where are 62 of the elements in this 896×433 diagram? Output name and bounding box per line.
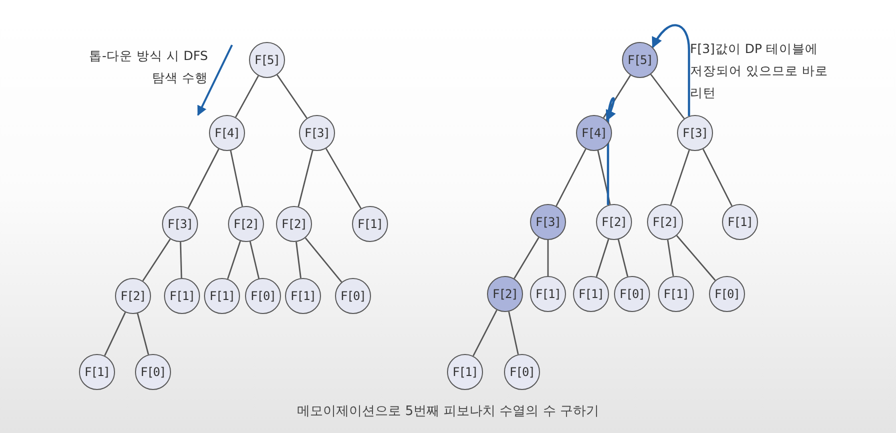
tree-node-circle: F[1]: [658, 276, 694, 312]
tree-line: [188, 148, 220, 208]
tree-node-circle: F[2]: [115, 278, 151, 314]
tree-node-circle: F[1]: [530, 276, 566, 312]
tree-line: [142, 238, 171, 282]
tree-line: [702, 148, 732, 206]
annotation-text: F[3]값이 DP 테이블에 저장되어 있으므로 바로 리턴: [690, 40, 829, 102]
tree-line: [514, 237, 540, 279]
tree-node-circle: F[1]: [352, 206, 388, 242]
annotation-text: 톱-다운 방식 시 DFS 탐색 수행: [88, 47, 208, 87]
tree-line: [597, 150, 611, 205]
tree-line: [670, 150, 690, 206]
tree-node-circle: F[0]: [135, 354, 171, 390]
tree-line: [235, 75, 259, 118]
tree-node-circle: F[2]: [228, 206, 264, 242]
curved-arrow: [652, 24, 690, 116]
tree-node-circle: F[1]: [285, 278, 321, 314]
tree-line: [472, 310, 498, 356]
tree-line: [676, 235, 716, 281]
tree-node-circle: F[1]: [447, 354, 483, 390]
tree-node-circle: F[0]: [245, 278, 281, 314]
tree-node-circle: F[3]: [530, 204, 566, 240]
tree-node-circle: F[3]: [677, 115, 713, 151]
tree-node-circle: F[1]: [573, 276, 609, 312]
tree-line: [667, 240, 674, 276]
tree-node-circle: F[1]: [164, 278, 200, 314]
tree-line: [227, 240, 241, 280]
tree-line: [249, 241, 260, 279]
tree-line: [304, 237, 342, 283]
tree-node-circle: F[0]: [504, 354, 540, 390]
tree-line: [547, 240, 549, 276]
tree-line: [136, 313, 150, 355]
tree-node-circle: F[2]: [596, 204, 632, 240]
tree-line: [508, 311, 519, 355]
tree-line: [650, 74, 685, 120]
tree-node-circle: F[1]: [204, 278, 240, 314]
tree-line: [104, 312, 126, 356]
tree-node-circle: F[0]: [709, 276, 745, 312]
tree-line: [596, 238, 610, 278]
tree-node-circle: F[1]: [79, 354, 115, 390]
tree-line: [618, 239, 628, 277]
tree-line: [296, 242, 302, 278]
tree-line: [325, 148, 362, 209]
tree-node-circle: F[2]: [647, 204, 683, 240]
tree-node-circle: F[5]: [622, 42, 658, 78]
tree-line: [298, 150, 314, 207]
tree-node-circle: F[5]: [249, 42, 285, 78]
tree-line: [556, 148, 586, 206]
tree-line: [230, 150, 243, 207]
tree-line: [603, 74, 631, 118]
tree-node-circle: F[0]: [335, 278, 371, 314]
tree-node-circle: F[0]: [614, 276, 650, 312]
tree-node-circle: F[4]: [576, 115, 612, 151]
tree-node-circle: F[2]: [276, 206, 312, 242]
caption: 메모이제이션으로 5번째 피보나치 수열의 수 구하기: [296, 403, 600, 420]
tree-node-circle: F[4]: [209, 115, 245, 151]
tree-line: [276, 74, 308, 119]
tree-line: [180, 242, 182, 278]
tree-node-circle: F[3]: [162, 206, 198, 242]
tree-node-circle: F[3]: [299, 115, 335, 151]
tree-node-circle: F[2]: [487, 276, 523, 312]
tree-node-circle: F[1]: [722, 204, 758, 240]
